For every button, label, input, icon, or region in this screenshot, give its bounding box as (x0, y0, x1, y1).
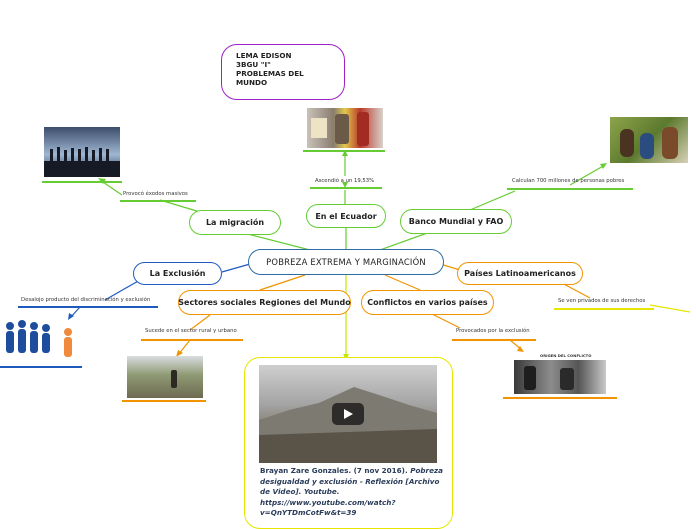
video-card[interactable]: Brayan Zare Gonzales. (7 nov 2016). Pobr… (244, 357, 453, 529)
video-link[interactable]: v=QnYTDmCotFw&t=39 (260, 508, 357, 517)
note-migracion: Provocó éxodos masivos (123, 191, 188, 197)
node-sectores[interactable]: Sectores sociales Regiones del Mundo (178, 290, 351, 315)
image-underline (0, 366, 82, 368)
video-thumbnail[interactable] (259, 365, 437, 463)
people-group-icon (6, 320, 72, 357)
image-underline (503, 397, 617, 399)
mountain-icon (259, 387, 437, 463)
note-underline (554, 308, 654, 310)
note-conflictos: Provocados por la exclusión (456, 328, 530, 334)
note-underline (310, 187, 382, 189)
title-line: LEMA EDISON (236, 51, 292, 60)
node-conflictos[interactable]: Conflictos en varios países (361, 290, 494, 315)
image-underline (122, 400, 206, 402)
node-ecuador[interactable]: En el Ecuador (306, 204, 386, 228)
note-underline (120, 200, 196, 202)
exclusion-figure (2, 318, 82, 364)
conflict-photo (514, 360, 606, 394)
node-banco[interactable]: Banco Mundial y FAO (400, 209, 512, 234)
node-label: Conflictos en varios países (367, 298, 488, 307)
image-underline (303, 150, 385, 152)
landfill-photo (127, 356, 203, 398)
image-underline (42, 181, 122, 183)
children-photo (610, 117, 688, 163)
title-line: 3BGU "I" (236, 60, 271, 69)
ecuador-photo (307, 108, 383, 148)
center-node[interactable]: POBREZA EXTREMA Y MARGINACIÓN (248, 249, 444, 275)
conflict-caption: ORIGEN DEL CONFLICTO (540, 353, 592, 358)
note-underline (452, 339, 536, 341)
migration-photo (44, 127, 120, 177)
node-migracion[interactable]: La migración (189, 210, 281, 235)
node-label: La Exclusión (149, 269, 206, 278)
note-latinoamericanos: Se ven privados de sus derechos (558, 298, 646, 304)
node-label: Países Latinoamericanos (464, 269, 576, 278)
play-icon (344, 409, 353, 419)
center-node-label: POBREZA EXTREMA Y MARGINACIÓN (266, 257, 426, 267)
play-button[interactable] (332, 403, 364, 425)
note-sectores: Sucede en el sector rural y urbano (145, 328, 237, 334)
citation-title: Pobreza desigualdad y exclusión - Reflex… (260, 466, 443, 496)
video-link[interactable]: https://www.youtube.com/watch? (260, 497, 396, 507)
note-underline (141, 339, 243, 341)
node-label: Sectores sociales Regiones del Mundo (178, 298, 351, 307)
video-citation: Brayan Zare Gonzales. (7 nov 2016). Pobr… (260, 466, 445, 519)
node-label: En el Ecuador (315, 211, 377, 221)
title-box: LEMA EDISON 3BGU "I" PROBLEMAS DEL MUNDO (221, 44, 345, 100)
node-label: Banco Mundial y FAO (408, 217, 504, 226)
node-latinoamericanos[interactable]: Países Latinoamericanos (457, 262, 583, 285)
note-underline (507, 188, 633, 190)
note-exclusion: Desalojo producto del discriminación y e… (21, 297, 151, 303)
title-line: MUNDO (236, 78, 268, 87)
node-exclusion[interactable]: La Exclusión (133, 262, 222, 285)
citation-author: Brayan Zare Gonzales. (7 nov 2016). (260, 466, 411, 475)
note-ecuador: Ascendió a un 19,53% (315, 178, 375, 184)
note-underline (18, 306, 158, 308)
node-label: La migración (205, 218, 265, 227)
note-banco: Calculan 700 millones de personas pobres (512, 178, 625, 184)
title-line: PROBLEMAS DEL (236, 69, 304, 78)
silhouettes-icon (44, 147, 120, 177)
